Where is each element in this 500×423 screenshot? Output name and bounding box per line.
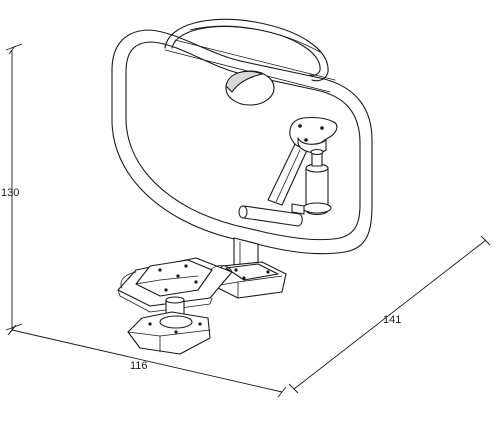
platform-base-footing — [127, 311, 211, 355]
depth-dimension — [288, 235, 491, 394]
foot-plate-top — [289, 116, 338, 149]
width-dimension — [7, 324, 287, 398]
main-frame — [111, 29, 373, 255]
foot-platform — [117, 257, 233, 313]
back-panel — [164, 39, 336, 106]
height-dimension-label: 130 — [1, 187, 19, 199]
lever-assembly — [238, 116, 338, 227]
width-dimension-label: 116 — [130, 360, 148, 372]
depth-dimension-label: 141 — [383, 314, 401, 326]
